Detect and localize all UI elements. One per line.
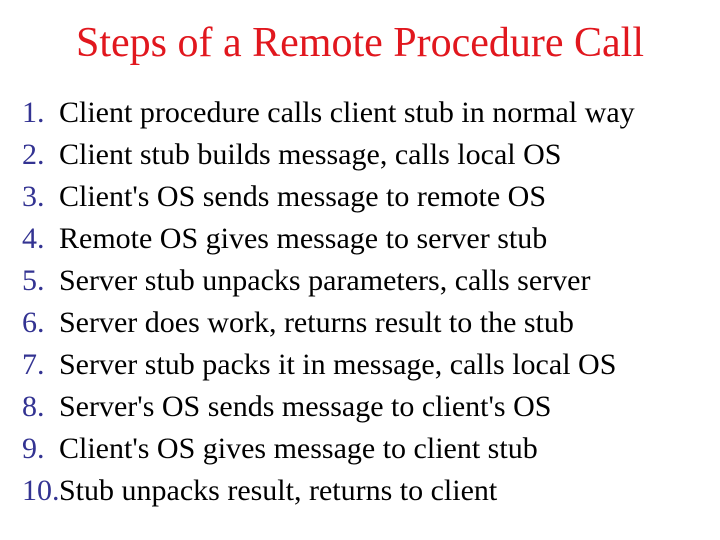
step-text: Client stub builds message, calls local …	[59, 138, 562, 171]
step-number: 7.	[22, 348, 45, 381]
step-item: 3. Client's OS sends message to remote O…	[22, 176, 712, 218]
step-item: 4. Remote OS gives message to server stu…	[22, 218, 712, 260]
step-item: 1. Client procedure calls client stub in…	[22, 92, 712, 134]
step-text: Server stub unpacks parameters, calls se…	[59, 264, 591, 297]
step-number: 9.	[22, 432, 45, 465]
step-number: 3.	[22, 180, 45, 213]
step-text: Server stub packs it in message, calls l…	[59, 348, 617, 381]
step-number: 10.	[22, 474, 60, 507]
step-number: 1.	[22, 96, 45, 129]
step-item: 10. Stub unpacks result, returns to clie…	[22, 470, 712, 512]
step-text: Client's OS gives message to client stub	[59, 432, 538, 465]
step-item: 7. Server stub packs it in message, call…	[22, 344, 712, 386]
step-text: Client procedure calls client stub in no…	[59, 96, 635, 129]
step-item: 8. Server's OS sends message to client's…	[22, 386, 712, 428]
slide-title: Steps of a Remote Procedure Call	[75, 20, 645, 66]
step-text: Remote OS gives message to server stub	[59, 222, 548, 255]
step-number: 6.	[22, 306, 45, 339]
steps-list: 1. Client procedure calls client stub in…	[0, 92, 720, 512]
step-item: 2. Client stub builds message, calls loc…	[22, 134, 712, 176]
step-number: 8.	[22, 390, 45, 423]
step-item: 9. Client's OS gives message to client s…	[22, 428, 712, 470]
step-text: Server does work, returns result to the …	[59, 306, 574, 339]
step-number: 4.	[22, 222, 45, 255]
step-item: 6. Server does work, returns result to t…	[22, 302, 712, 344]
step-text: Server's OS sends message to client's OS	[59, 390, 552, 423]
step-number: 2.	[22, 138, 45, 171]
step-text: Stub unpacks result, returns to client	[59, 474, 498, 507]
step-item: 5. Server stub unpacks parameters, calls…	[22, 260, 712, 302]
step-text: Client's OS sends message to remote OS	[59, 180, 547, 213]
step-number: 5.	[22, 264, 45, 297]
